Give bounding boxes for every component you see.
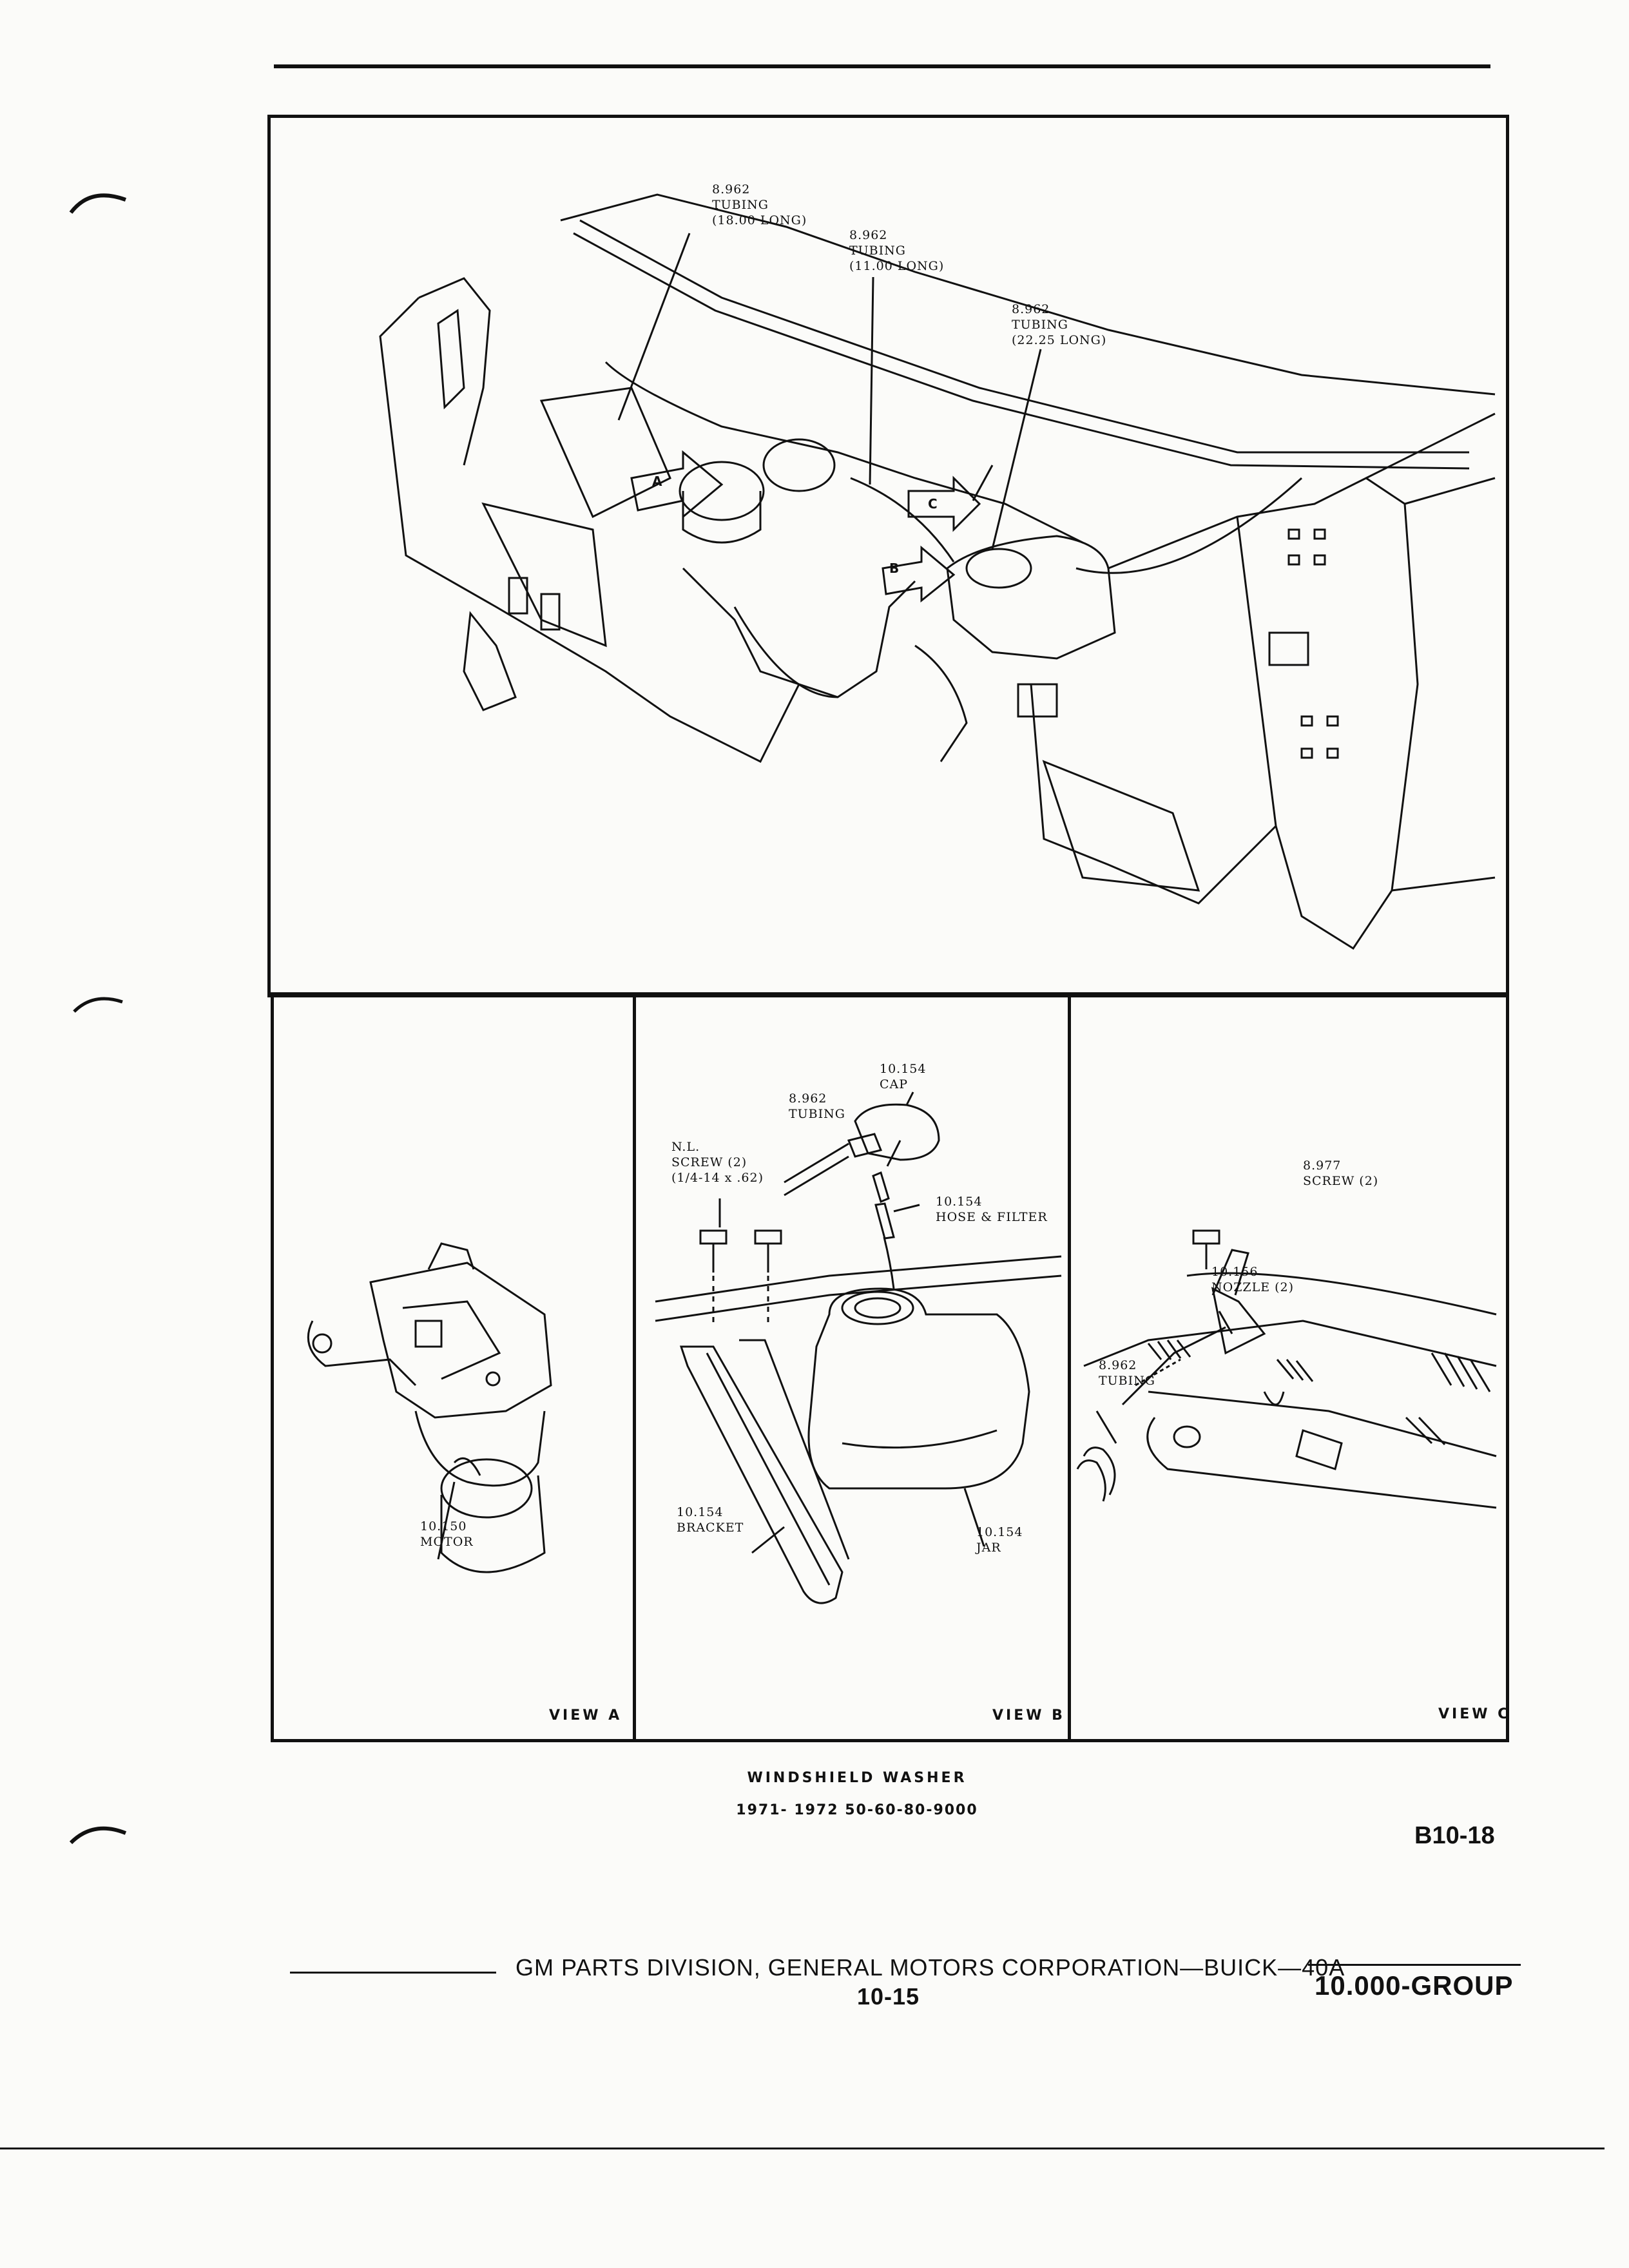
top-rule bbox=[274, 64, 1490, 68]
view-c-label: VIEW C bbox=[1438, 1706, 1511, 1722]
binder-marks bbox=[69, 193, 127, 1845]
footer-page-number: 10-15 bbox=[857, 1983, 920, 2010]
washer-jar-illustration bbox=[655, 1091, 1062, 1604]
cowl-assembly-illustration bbox=[379, 193, 1496, 950]
view-b-label: VIEW B bbox=[992, 1707, 1065, 1724]
callout-tubing-22: 8.962 TUBING (22.25 LONG) bbox=[1012, 302, 1107, 347]
arrow-a-label: A bbox=[652, 474, 662, 489]
caption-subtitle: 1971- 1972 50-60-80-9000 bbox=[736, 1802, 978, 1818]
figure-number: B10-18 bbox=[1414, 1822, 1495, 1849]
bottom-rule bbox=[0, 2148, 1605, 2149]
callout-tubing-c: 8.962 TUBING bbox=[1099, 1358, 1155, 1388]
footer-rule-left bbox=[290, 1972, 496, 1974]
arrow-b-label: B bbox=[889, 561, 900, 576]
view-a-label: VIEW A bbox=[549, 1707, 622, 1724]
motor-illustration bbox=[307, 1242, 552, 1573]
view-c-frame bbox=[1068, 992, 1509, 1742]
callout-tubing-18: 8.962 TUBING (18.00 LONG) bbox=[712, 182, 807, 227]
callout-tubing-11: 8.962 TUBING (11.00 LONG) bbox=[849, 228, 945, 273]
arrow-c-label: C bbox=[928, 496, 938, 512]
callout-tubing-b: 8.962 TUBING bbox=[789, 1091, 845, 1121]
footer-publisher: GM PARTS DIVISION, GENERAL MOTORS CORPOR… bbox=[516, 1954, 1345, 1981]
footer-rule-right bbox=[1308, 1964, 1521, 1966]
main-diagram-frame bbox=[267, 115, 1509, 997]
callout-hose-filter: 10.154 HOSE & FILTER bbox=[936, 1195, 1048, 1224]
callout-cap: 10.154 CAP bbox=[880, 1062, 927, 1091]
callout-nozzle: 10.156 NOZZLE (2) bbox=[1211, 1265, 1295, 1294]
callout-screw-c: 8.977 SCREW (2) bbox=[1303, 1158, 1379, 1188]
callout-motor: 10.150 MOTOR bbox=[420, 1519, 474, 1549]
caption-title: WINDSHIELD WASHER bbox=[747, 1770, 967, 1786]
callout-screw-b: N.L. SCREW (2) (1/4-14 x .62) bbox=[671, 1140, 764, 1185]
callout-jar: 10.154 JAR bbox=[976, 1525, 1023, 1555]
callout-bracket: 10.154 BRACKET bbox=[677, 1505, 744, 1535]
nozzle-illustration bbox=[1076, 1229, 1497, 1509]
footer-group: 10.000-GROUP bbox=[1315, 1970, 1514, 2001]
